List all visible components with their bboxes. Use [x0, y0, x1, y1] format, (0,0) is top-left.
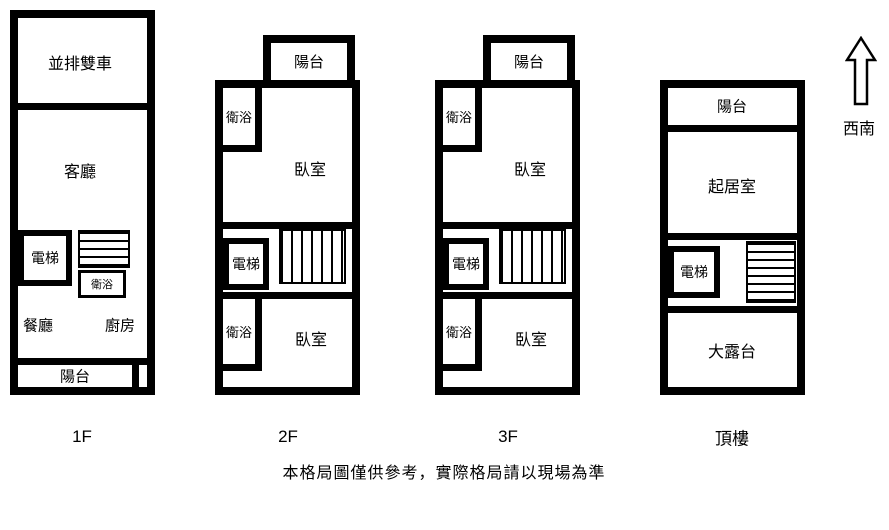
room-label-balcony: 陽台	[716, 98, 748, 116]
floor-label-1f: 1F	[72, 427, 92, 446]
room-label-bath: 衛浴	[225, 110, 252, 125]
room-label-balcony: 陽台	[513, 54, 544, 71]
wall-horizontal	[223, 292, 352, 299]
room-label-elevator: 電梯	[31, 250, 59, 266]
floor-plan-3f: 衛浴 臥室 電梯 衛浴 臥室	[435, 80, 580, 395]
floor-plan-roof: 陽台 起居室 電梯 大露台	[660, 80, 805, 395]
wall-horizontal	[18, 358, 147, 365]
bath-room: 衛浴	[78, 270, 126, 298]
room-label-bedroom: 臥室	[514, 332, 548, 349]
disclaimer-text: 本格局圖僅供參考，實際格局請以現場為準	[282, 465, 606, 482]
bath-room: 衛浴	[443, 88, 482, 152]
floor-label-2f: 2F	[278, 427, 298, 446]
floor-label-3f: 3F	[498, 427, 518, 446]
room-label-balcony: 陽台	[59, 368, 91, 386]
bath-room: 衛浴	[223, 299, 262, 371]
floor-plan-1f: 並排雙車 客廳 電梯 衛浴 餐廳 廚房 陽台	[10, 10, 155, 395]
wall-horizontal	[668, 233, 797, 240]
room-label-kitchen: 廚房	[104, 317, 136, 335]
room-label-bedroom: 臥室	[293, 162, 327, 179]
elevator-room: 電梯	[223, 238, 269, 290]
wall-horizontal	[443, 292, 572, 299]
wall-vertical	[132, 358, 139, 387]
elevator-room: 電梯	[668, 246, 720, 298]
room-label-elevator: 電梯	[680, 264, 708, 280]
stairs-icon	[78, 230, 130, 268]
compass-direction-label: 西南	[842, 121, 876, 138]
floor-plan-2f: 衛浴 臥室 電梯 衛浴 臥室	[215, 80, 360, 395]
room-label-elevator: 電梯	[452, 256, 480, 272]
wall-horizontal	[18, 103, 147, 110]
wall-horizontal	[668, 306, 797, 313]
wall-horizontal	[223, 222, 352, 229]
room-label-elevator: 電梯	[232, 256, 260, 272]
room-label-bath: 衛浴	[91, 279, 113, 291]
room-label-bath: 衛浴	[445, 110, 472, 125]
room-label-terrace: 大露台	[707, 344, 757, 361]
floor-label-roof: 頂樓	[715, 429, 749, 449]
room-label-living: 客廳	[63, 164, 97, 181]
stairs-icon	[746, 241, 796, 303]
stairs-icon	[499, 229, 566, 284]
elevator-room: 電梯	[18, 230, 72, 286]
room-label-garage: 並排雙車	[47, 56, 113, 73]
room-label-sitting: 起居室	[707, 179, 757, 196]
stairs-icon	[279, 229, 346, 284]
bath-room: 衛浴	[223, 88, 262, 152]
wall-horizontal	[668, 125, 797, 132]
compass-arrow-icon	[845, 36, 877, 106]
room-label-bath: 衛浴	[225, 325, 252, 340]
room-label-bedroom: 臥室	[294, 332, 328, 349]
room-label-bath: 衛浴	[445, 325, 472, 340]
room-label-balcony: 陽台	[293, 54, 324, 71]
bath-room: 衛浴	[443, 299, 482, 371]
room-label-dining: 餐廳	[22, 317, 54, 335]
room-label-bedroom: 臥室	[513, 162, 547, 179]
elevator-room: 電梯	[443, 238, 489, 290]
wall-horizontal	[443, 222, 572, 229]
